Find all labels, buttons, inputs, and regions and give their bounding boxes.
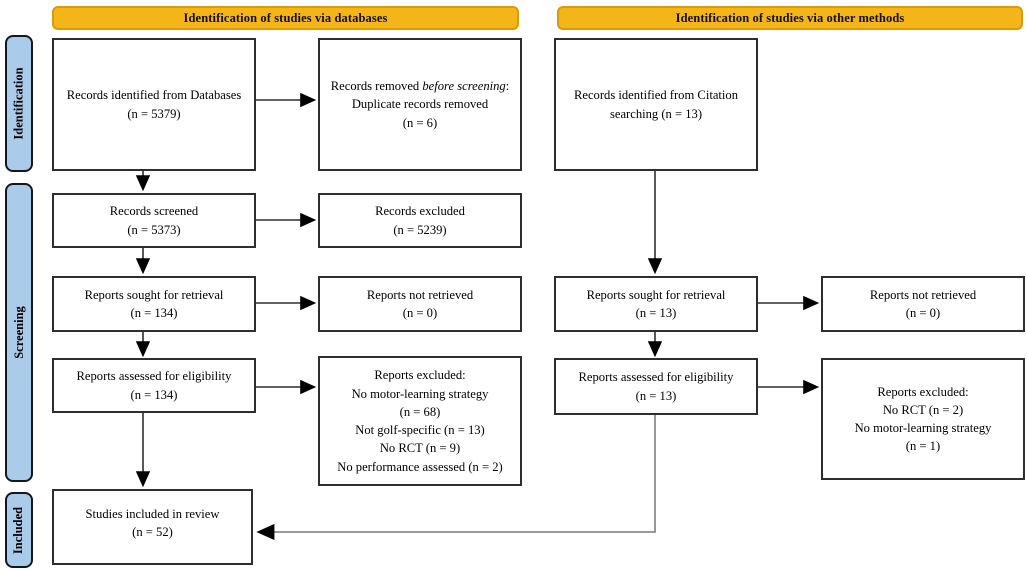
box-text-line: (n = 13) [635, 388, 677, 403]
stage-identification-label: Identification [11, 67, 26, 140]
box-text-line: Reports assessed for eligibility [76, 369, 232, 384]
box-reports-excluded-databases: Reports excluded: No motor-learning stra… [318, 356, 522, 486]
box-text-line: Records screened [109, 204, 199, 219]
box-text-line: (n = 6) [402, 115, 438, 130]
box-text-segment: Records removed [330, 79, 423, 94]
box-text-line: Reports sought for retrieval [84, 287, 224, 302]
box-reports-excluded-other: Reports excluded: No RCT (n = 2) No moto… [821, 358, 1025, 480]
stage-screening-label: Screening [11, 306, 26, 359]
box-reports-not-retrieved-databases: Reports not retrieved (n = 0) [318, 276, 522, 332]
box-reports-not-retrieved-other: Reports not retrieved (n = 0) [821, 276, 1025, 332]
stage-identification: Identification [5, 35, 33, 172]
box-text-line: (n = 68) [399, 404, 441, 419]
stage-included: Included [5, 492, 33, 568]
box-text-line: (n = 134) [130, 306, 178, 320]
box-reports-sought-other: Reports sought for retrieval (n = 13) [554, 276, 758, 332]
box-text-line: (n = 5373) [127, 222, 181, 237]
box-text-line: No RCT (n = 2) [882, 402, 964, 417]
box-text-line: (n = 0) [905, 306, 941, 320]
box-text-line: (n = 134) [130, 387, 178, 402]
box-reports-assessed-other: Reports assessed for eligibility (n = 13… [554, 358, 758, 415]
box-text-segment: : [505, 79, 510, 94]
box-records-removed-before-screening: Records removed before screening: Duplic… [318, 38, 522, 171]
box-text-line: searching (n = 13) [609, 106, 703, 121]
stage-included-label: Included [11, 506, 26, 554]
box-text-line: (n = 0) [402, 306, 438, 320]
box-text-line: Reports excluded: [374, 368, 466, 383]
box-records-identified-databases: Records identified from Databases (n = 5… [52, 38, 256, 171]
stage-screening: Screening [5, 183, 33, 482]
box-text-line: (n = 1) [905, 439, 941, 454]
box-text-line: Reports not retrieved [869, 287, 977, 302]
box-studies-included: Studies included in review (n = 52) [52, 489, 253, 565]
box-text-line: No motor-learning strategy [351, 386, 489, 401]
box-text-line: Studies included in review [85, 507, 220, 521]
box-text-line: (n = 5239) [393, 222, 447, 237]
box-text-line: Records identified from Databases [66, 88, 242, 103]
box-text-line: (n = 13) [635, 306, 677, 320]
box-reports-assessed-databases: Reports assessed for eligibility (n = 13… [52, 358, 256, 413]
box-text-line: Reports sought for retrieval [586, 287, 726, 302]
box-text-line: Records identified from Citation [573, 88, 739, 103]
banner-other-methods-label: Identification of studies via other meth… [675, 10, 905, 25]
banner-databases-label: Identification of studies via databases [183, 10, 388, 25]
box-records-identified-citation: Records identified from Citation searchi… [554, 38, 758, 171]
box-text-line: (n = 5379) [127, 106, 181, 121]
box-text-line: Not golf-specific (n = 13) [355, 423, 485, 437]
box-reports-sought-databases: Reports sought for retrieval (n = 134) [52, 276, 256, 332]
box-text-line: Reports not retrieved [366, 287, 474, 302]
box-text-line: No RCT (n = 9) [379, 441, 461, 456]
box-text-line: No performance assessed (n = 2) [337, 459, 503, 474]
banner-databases: Identification of studies via databases [52, 6, 519, 30]
box-text-line: Records excluded [375, 204, 465, 219]
box-text-line: No motor-learning strategy [854, 421, 992, 435]
box-text-line: Records removed before screening: [331, 77, 509, 95]
box-text-line: Duplicate records removed [351, 97, 489, 112]
box-text-segment-italic: before screening [422, 79, 506, 94]
box-records-excluded: Records excluded (n = 5239) [318, 193, 522, 248]
box-text-line: Reports excluded: [877, 384, 969, 399]
box-text-line: Reports assessed for eligibility [578, 370, 734, 385]
banner-other-methods: Identification of studies via other meth… [557, 6, 1023, 30]
box-records-screened: Records screened (n = 5373) [52, 193, 256, 248]
box-text-line: (n = 52) [132, 525, 173, 540]
